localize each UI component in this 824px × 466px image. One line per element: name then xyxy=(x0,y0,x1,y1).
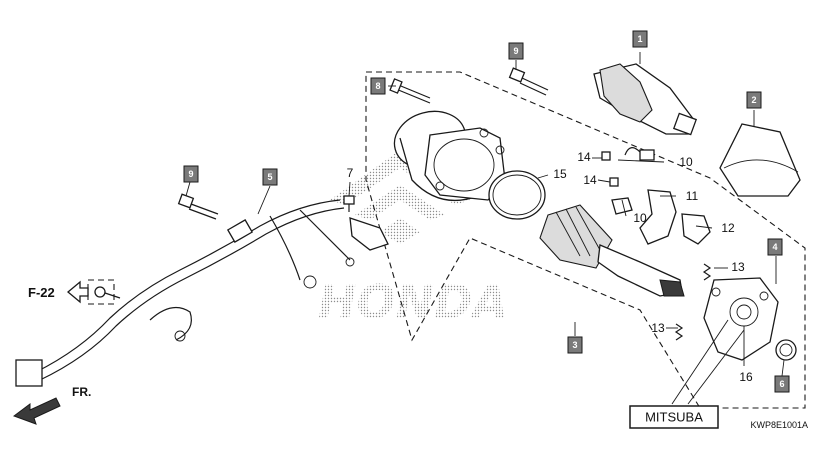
starter-assembly-outline xyxy=(365,71,806,409)
callout-box-1: 1 xyxy=(632,30,648,48)
callout-box-2: 2 xyxy=(746,91,762,109)
brand-label: MITSUBA xyxy=(645,410,703,425)
rear-cover-2 xyxy=(719,123,801,197)
callout-leaders xyxy=(185,52,785,377)
reference-label: F-22 xyxy=(28,285,55,300)
callout-10-upper: 10 xyxy=(679,155,693,169)
mitsuba-label-box: MITSUBA xyxy=(629,405,719,429)
diagram-code: KWP8E1001A xyxy=(750,420,808,430)
f22-reference-bolt xyxy=(66,279,121,305)
callout-box-8-label: 8 xyxy=(375,81,380,91)
front-bracket-4 xyxy=(674,263,797,361)
callout-box-9-lower: 9 xyxy=(183,165,199,183)
o-ring-15 xyxy=(488,170,546,220)
callout-box-9-lower-label: 9 xyxy=(188,169,193,179)
callout-14-lower: 14 xyxy=(583,173,597,187)
armature xyxy=(539,204,685,297)
brush-parts xyxy=(601,147,711,245)
callout-11: 11 xyxy=(686,189,699,203)
front-arrow-icon xyxy=(12,397,61,425)
callout-box-1-label: 1 xyxy=(637,34,642,44)
callout-15: 15 xyxy=(553,167,567,181)
bolt-9-upper xyxy=(508,67,549,96)
wire-harness-5 xyxy=(15,199,389,387)
callout-box-3-label: 3 xyxy=(572,340,577,350)
callout-12: 12 xyxy=(721,221,735,235)
callout-box-5: 5 xyxy=(262,168,278,186)
callout-13-lower: 13 xyxy=(651,321,665,335)
callout-box-2-label: 2 xyxy=(751,95,756,105)
motor-case xyxy=(393,110,506,202)
callout-box-8: 8 xyxy=(370,77,386,95)
callout-box-9-upper-label: 9 xyxy=(513,46,518,56)
bolt-7 xyxy=(343,195,355,212)
callout-box-4-label: 4 xyxy=(772,242,777,252)
callout-10-lower: 10 xyxy=(633,211,647,225)
callout-box-3: 3 xyxy=(567,336,583,354)
callout-box-4: 4 xyxy=(767,238,783,256)
f22-arrow-icon xyxy=(66,280,89,304)
bolt-9-lower xyxy=(177,193,219,220)
bolt-8 xyxy=(389,78,431,104)
starter-clutch-1 xyxy=(593,63,698,136)
callout-7: 7 xyxy=(347,166,354,180)
callout-box-9-upper: 9 xyxy=(508,42,524,60)
front-direction-arrow: FR. xyxy=(12,385,91,425)
callout-14-upper: 14 xyxy=(577,150,591,164)
watermark-text: HONDA xyxy=(318,275,508,329)
callout-box-6-label: 6 xyxy=(779,379,784,389)
direction-label: FR. xyxy=(72,385,91,399)
callout-box-6: 6 xyxy=(774,375,790,393)
mitsuba-leaders xyxy=(671,319,745,405)
callout-13-upper: 13 xyxy=(731,260,745,274)
callout-16: 16 xyxy=(739,370,753,384)
callout-box-5-label: 5 xyxy=(267,172,272,182)
